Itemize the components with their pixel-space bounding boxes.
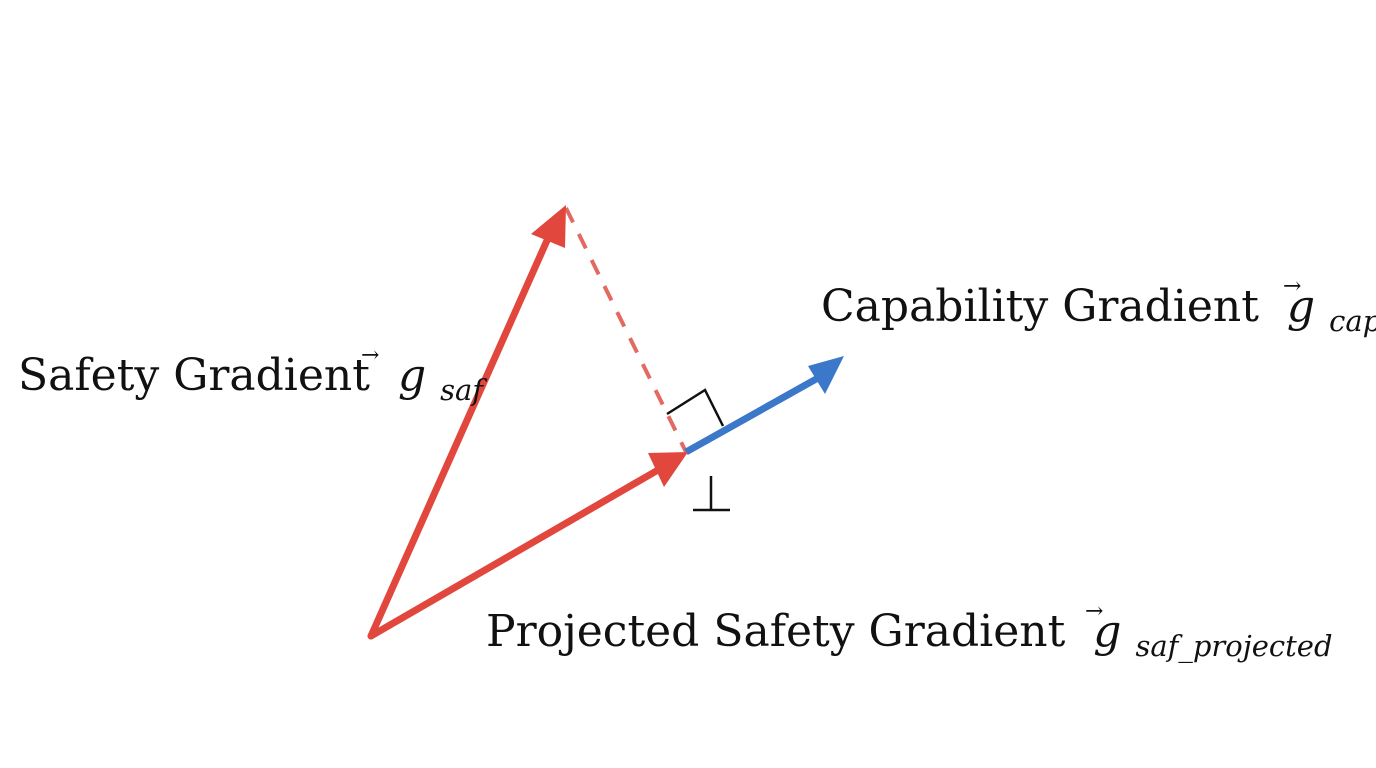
safety-gradient-label: Safety Gradient g saf [18, 350, 488, 407]
safety-gradient-subscript: saf [440, 373, 488, 407]
safety-gradient-symbol: g [398, 350, 426, 401]
safety-vector-arrow: → [361, 343, 379, 368]
projection-dashed-line [564, 207, 688, 453]
capability-gradient-shaft [684, 374, 820, 456]
capability-gradient-subscript: cap [1329, 304, 1376, 338]
projected-gradient-label-text: Projected Safety Gradient [486, 606, 1066, 657]
safety-gradient-shaft [367, 232, 553, 640]
capability-gradient-label: Capability Gradient g cap [821, 281, 1376, 338]
projected-gradient-shaft [367, 466, 662, 640]
capability-gradient-symbol: g [1287, 281, 1315, 332]
capability-gradient-label-text: Capability Gradient [821, 281, 1259, 332]
projected-gradient-subscript: saf_projected [1135, 629, 1332, 664]
safety-gradient-label-text: Safety Gradient [18, 350, 370, 401]
right-angle-marker [666, 388, 725, 427]
projected-gradient-arrowhead [648, 452, 688, 487]
perpendicular-symbol [693, 476, 730, 512]
projected-gradient-symbol: g [1093, 606, 1121, 657]
projected-vector-arrow: → [1085, 599, 1103, 624]
capability-gradient-arrowhead [808, 356, 844, 394]
capability-vector-arrow: → [1283, 274, 1301, 299]
projected-gradient-label: Projected Safety Gradient g saf_projecte… [486, 606, 1333, 664]
safety-gradient-arrowhead [531, 205, 566, 248]
